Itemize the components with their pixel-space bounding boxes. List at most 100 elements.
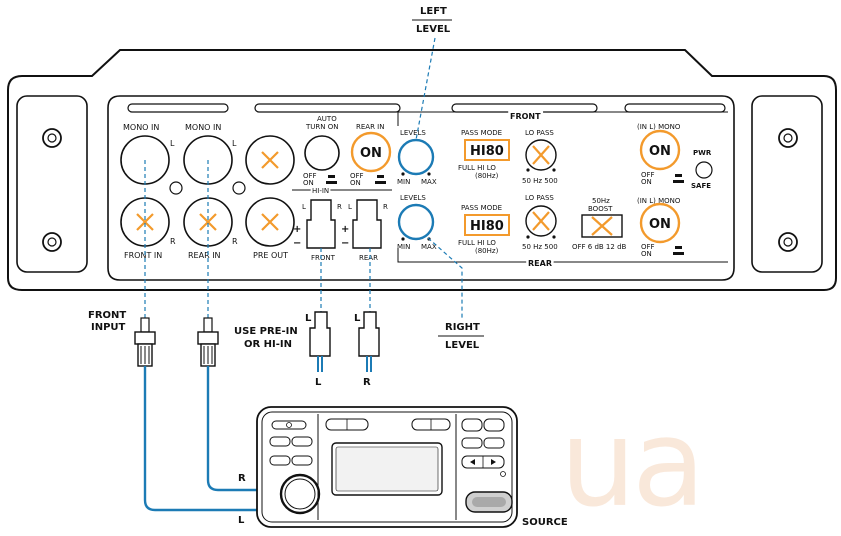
harness-r-label: R — [363, 377, 371, 388]
unused-mark-icon — [261, 151, 279, 169]
source-l-label: L — [238, 515, 245, 526]
bass-boost-switch[interactable] — [581, 214, 623, 238]
jack-screw — [232, 181, 246, 195]
pre-out-label: PRE OUT — [253, 251, 288, 260]
front-bracket — [397, 111, 728, 126]
unused-mark-icon — [532, 145, 550, 165]
auto-off-label: OFF — [303, 172, 317, 180]
head-unit-bezel — [261, 411, 513, 523]
display-button[interactable] — [291, 436, 313, 447]
switch-indicator-icon — [326, 181, 337, 184]
unused-mark-icon — [199, 213, 217, 231]
seek-button[interactable] — [461, 418, 483, 432]
rear-in-label: REAR IN — [188, 251, 221, 260]
front-hi80-text: HI80 — [470, 144, 504, 159]
auto-on-label: ON — [303, 179, 314, 187]
rear-level-knob[interactable] — [397, 203, 435, 241]
unused-mark-icon — [261, 213, 279, 231]
rear-max-label: MAX — [421, 243, 437, 251]
rear-in-off-label: OFF — [350, 172, 364, 180]
source-r-label: R — [238, 473, 246, 484]
hi-in-label: HI-IN — [312, 187, 329, 195]
adjust-button[interactable] — [291, 455, 313, 466]
audio-button[interactable] — [269, 436, 291, 447]
switch-indicator-icon — [673, 180, 684, 183]
right-level-callout-line2: LEVEL — [445, 340, 480, 351]
hi-in-l-label: L — [302, 203, 306, 211]
harness-l-label: L — [315, 377, 322, 388]
front-80hz: (80Hz) — [475, 172, 499, 180]
prev-icon — [470, 459, 475, 465]
front-mono-on-text: ON — [649, 144, 671, 159]
right-rca-cable — [206, 366, 280, 492]
channel-l-label: L — [232, 139, 237, 148]
option-button[interactable] — [269, 455, 291, 466]
hi-in-plug-l-label: L — [354, 313, 361, 324]
hi-in-plug-right — [358, 311, 380, 357]
boost-label-1: 50Hz — [592, 197, 610, 205]
switch-indicator-icon — [675, 174, 682, 177]
front-min-label: MIN — [397, 178, 410, 186]
front-pass-mode-switch[interactable] — [464, 139, 510, 161]
unused-mark-icon — [136, 213, 154, 231]
right-level-callout-line1: RIGHT — [445, 322, 480, 333]
volume-knob[interactable] — [279, 473, 321, 515]
turn-on-label: TURN ON — [305, 123, 338, 131]
rear-mono-label: (IN L) MONO — [637, 197, 681, 205]
front-level-knob[interactable] — [397, 138, 435, 176]
knob-dot — [552, 168, 556, 172]
return-button[interactable] — [461, 437, 483, 449]
left-level-callout-line2: LEVEL — [416, 24, 451, 35]
rear-hi80-text: HI80 — [470, 219, 504, 234]
vent-slot — [254, 103, 401, 113]
rear-in-on-button[interactable] — [350, 131, 392, 173]
front-pass-mode-label: PASS MODE — [461, 129, 502, 137]
rear-in-switch-label: REAR IN — [356, 123, 384, 131]
front-mono-on-button[interactable] — [639, 129, 681, 171]
front-mono-off-label: OFF — [641, 171, 655, 179]
left-level-callout-line1: LEFT — [420, 6, 447, 17]
rear-lo-pass-knob[interactable] — [525, 205, 557, 237]
boost-scale: OFF 6 dB 12 dB — [572, 243, 627, 251]
usb-slot — [472, 497, 506, 507]
mounting-screw-tl — [42, 128, 62, 148]
auto-turn-on-switch[interactable] — [304, 135, 340, 171]
rear-pass-mode-switch[interactable] — [464, 214, 510, 236]
right-end-cap — [751, 95, 823, 273]
hi-in-front-connector[interactable] — [306, 199, 336, 249]
rear-mono-on-button[interactable] — [639, 202, 681, 244]
hi-in-rear-label: REAR — [359, 254, 378, 262]
hi-in-r-label: R — [383, 203, 388, 211]
channel-r-label: R — [232, 237, 238, 246]
hi-in-minus: − — [341, 238, 349, 249]
safe-label: SAFE — [691, 182, 711, 190]
rear-levels-label: LEVELS — [400, 194, 426, 202]
hi-in-r-label: R — [337, 203, 342, 211]
menu-button[interactable] — [483, 418, 505, 432]
channel-r-label: R — [170, 237, 176, 246]
front-max-label: MAX — [421, 178, 437, 186]
right-level-leader — [427, 237, 463, 318]
knob-dot — [427, 172, 431, 176]
unused-mark-icon — [591, 216, 613, 236]
switch-indicator-icon — [377, 175, 384, 178]
pwr-safe-led — [695, 161, 713, 179]
head-unit-display — [331, 442, 443, 496]
power-button[interactable] — [271, 420, 307, 430]
enter-button[interactable] — [483, 437, 505, 449]
front-mono-label: (IN L) MONO — [637, 123, 681, 131]
mono-in-label-1: MONO IN — [123, 123, 159, 132]
pre-out-jack[interactable] — [245, 197, 295, 247]
hi-in-l-label: L — [348, 203, 352, 211]
watermark: ua — [560, 395, 706, 534]
front-in-label: FRONT IN — [124, 251, 162, 260]
rear-hz-scale: 50 Hz 500 — [522, 243, 558, 251]
unused-mark-icon — [532, 211, 550, 231]
pwr-label: PWR — [693, 149, 712, 157]
switch-indicator-icon — [675, 246, 682, 249]
hi-in-rear-connector[interactable] — [352, 199, 382, 249]
rear-in-on-label: ON — [350, 179, 361, 187]
front-lo-pass-knob[interactable] — [525, 139, 557, 171]
vent-slot — [127, 103, 229, 113]
mono-in-label-2: MONO IN — [185, 123, 221, 132]
